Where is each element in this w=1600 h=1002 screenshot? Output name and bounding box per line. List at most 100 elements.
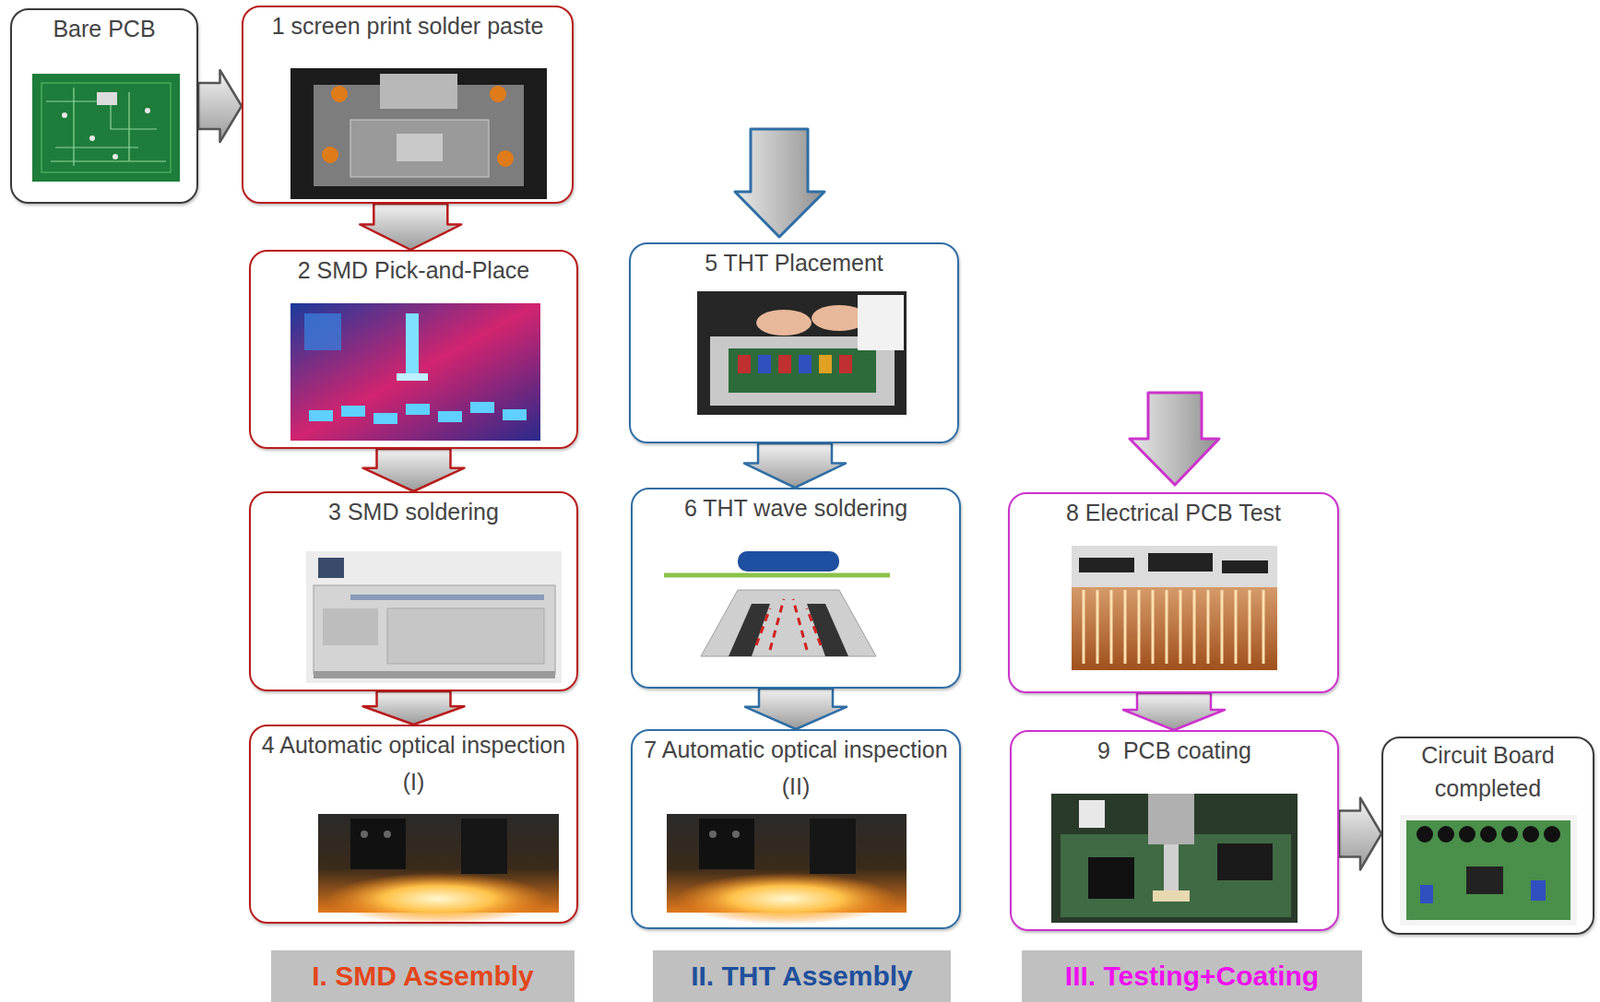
phase-band: I. SMD Assembly — [271, 950, 575, 1002]
bare-pcb-photo — [61, 112, 68, 119]
step-label: Bare PCB — [21, 10, 188, 48]
input-arrow — [734, 129, 825, 238]
step-label: 3 SMD soldering — [260, 493, 568, 531]
pick-and-place-photo — [304, 313, 342, 351]
pcb-test-photo — [1221, 560, 1269, 574]
wave-soldering-figure — [700, 590, 877, 657]
finished-board-photo — [1437, 826, 1455, 843]
bare-pcb-photo — [96, 92, 118, 106]
flow-arrow — [363, 449, 465, 492]
bare-pcb-photo — [46, 87, 166, 166]
reflow-oven-photo — [350, 594, 545, 601]
finished-board-photo — [1416, 826, 1434, 843]
step-label: 2 SMD Pick-and-Place — [260, 251, 568, 289]
screen-printer-photo — [396, 133, 443, 162]
step-label: 6 THT wave soldering — [641, 489, 950, 527]
pick-and-place-photo — [396, 373, 428, 381]
finished-board-photo — [1399, 815, 1577, 926]
reflow-oven-photo — [306, 551, 562, 684]
aoi-photo — [383, 830, 392, 839]
pick-and-place-photo — [438, 411, 463, 423]
phase-label: III. Testing+Coating — [1065, 960, 1319, 994]
pcb-coating-photo — [1148, 794, 1195, 845]
aoi-photo — [666, 814, 907, 925]
flow-arrow — [1123, 693, 1225, 731]
tht-placement-photo — [839, 355, 853, 374]
aoi-photo — [709, 830, 717, 839]
wave-soldering-figure — [652, 547, 919, 659]
input-arrow — [1129, 392, 1220, 486]
screen-printer-photo — [489, 85, 507, 103]
pcb-coating-photo — [1078, 800, 1105, 829]
flow-arrow — [359, 203, 462, 250]
step-label: 5 THT Placement — [640, 244, 949, 282]
phase-band: III. Testing+Coating — [1021, 950, 1363, 1002]
pcb-test-photo — [1078, 557, 1135, 573]
pcb-test-photo — [1071, 545, 1278, 671]
reflow-oven-photo — [322, 608, 379, 646]
aoi-photo — [350, 818, 406, 870]
reflow-oven-photo — [313, 671, 556, 679]
tht-placement-photo — [758, 355, 771, 374]
input-arrow — [1129, 392, 1220, 486]
process-box: 4 Automatic optical inspection (I) — [248, 724, 579, 925]
phase-band: II. THT Assembly — [652, 950, 951, 1002]
process-box: 2 SMD Pick-and-Place — [248, 249, 579, 450]
tht-placement-photo — [756, 309, 812, 336]
finished-board-photo — [1501, 826, 1518, 843]
step-label: Circuit Board completed — [1392, 738, 1584, 806]
flow-arrow — [745, 688, 847, 730]
bare-pcb-photo — [144, 107, 151, 114]
tht-placement-photo — [728, 348, 877, 393]
pcb-coating-photo — [1088, 857, 1135, 900]
step-label: 1 screen print solder paste — [252, 7, 563, 45]
step-label: 8 Electrical PCB Test — [1019, 494, 1328, 532]
aoi-photo — [675, 873, 898, 925]
pcb-coating-photo — [1060, 834, 1292, 918]
end-box: Circuit Board completed — [1381, 736, 1595, 936]
reflow-oven-photo — [313, 585, 556, 675]
aoi-photo — [360, 830, 368, 839]
pcb-coating-photo — [1051, 794, 1298, 924]
process-box: 5 THT Placement — [628, 242, 960, 444]
pcb-test-photo — [1083, 590, 1264, 664]
bare-pcb-photo — [89, 135, 95, 142]
pick-and-place-photo — [470, 402, 495, 414]
bare-pcb-photo — [32, 73, 180, 182]
phase-label: I. SMD Assembly — [311, 960, 534, 994]
tht-placement-photo — [857, 295, 904, 351]
process-box: 9 PCB coating — [1009, 730, 1340, 932]
pick-and-place-photo — [290, 303, 541, 441]
finished-board-photo — [1406, 820, 1571, 921]
finished-board-photo — [1420, 885, 1434, 904]
pick-and-place-photo — [290, 303, 541, 441]
step-label: 7 Automatic optical inspection (II) — [641, 731, 950, 806]
aoi-photo — [327, 873, 549, 925]
bare-pcb-photo — [32, 73, 180, 182]
pcb-coating-photo — [1163, 844, 1179, 891]
start-box: Bare PCB — [10, 8, 199, 204]
screen-printer-photo — [290, 68, 547, 200]
wave-soldering-figure — [806, 604, 849, 657]
tht-placement-photo — [818, 355, 832, 374]
pick-and-place-photo — [373, 413, 398, 425]
flow-arrow — [1339, 798, 1382, 871]
wave-soldering-figure — [663, 573, 890, 579]
screen-printer-photo — [379, 73, 458, 109]
pick-and-place-photo — [502, 409, 527, 421]
pcb-coating-photo — [1051, 794, 1298, 924]
flow-arrow — [744, 443, 846, 488]
pcb-test-photo — [1071, 545, 1278, 671]
pick-and-place-photo — [341, 405, 366, 417]
process-box: 7 Automatic optical inspection (II) — [630, 729, 961, 930]
wave-soldering-figure — [728, 604, 771, 657]
pick-and-place-photo — [308, 410, 333, 422]
finished-board-photo — [1458, 826, 1476, 843]
screen-printer-photo — [331, 85, 348, 103]
pick-and-place-photo — [405, 313, 419, 379]
finished-board-photo — [1543, 826, 1561, 843]
aoi-photo — [461, 818, 508, 875]
aoi-photo — [699, 818, 755, 870]
phase-label: II. THT Assembly — [690, 960, 913, 994]
